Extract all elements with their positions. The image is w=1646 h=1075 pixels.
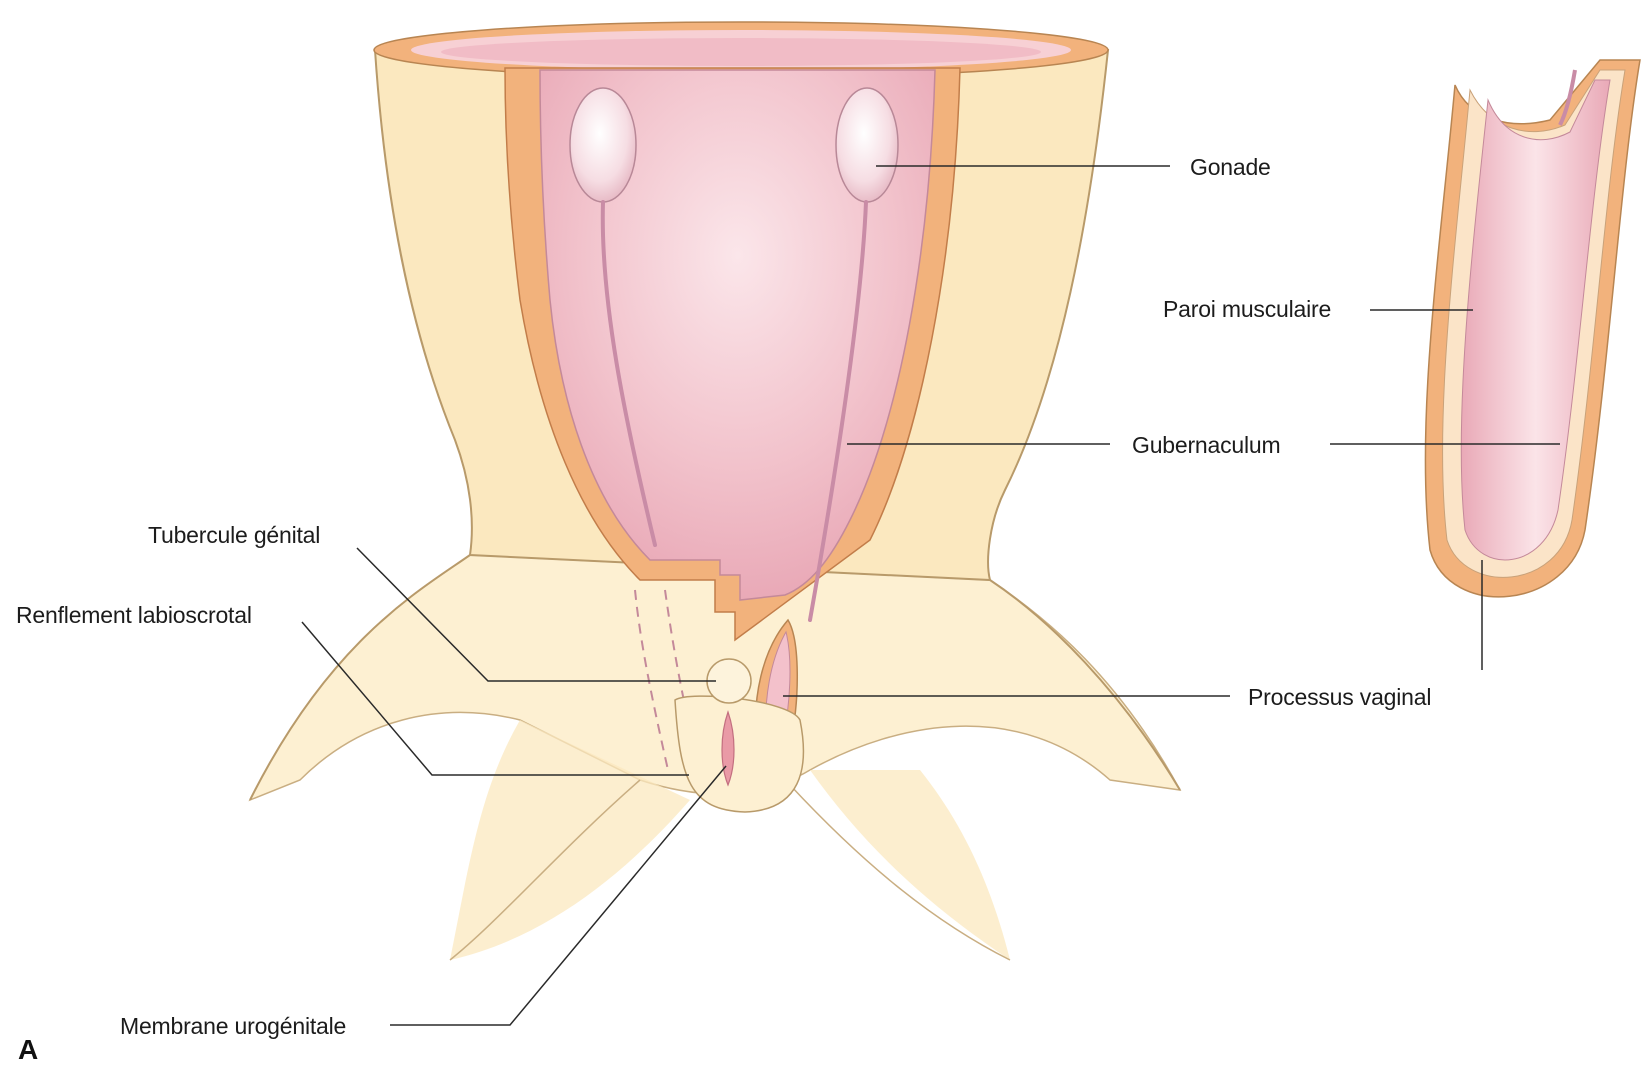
label-processus-vaginal: Processus vaginal xyxy=(1248,686,1431,709)
panel-letter: A xyxy=(18,1036,38,1064)
rim-cavity xyxy=(441,38,1041,66)
label-membrane-urogenitale: Membrane urogénitale xyxy=(120,1015,346,1038)
label-gubernaculum: Gubernaculum xyxy=(1132,434,1280,457)
inset-section xyxy=(1425,60,1640,597)
label-tubercule-genital: Tubercule génital xyxy=(148,524,320,547)
left-gonad xyxy=(570,88,636,202)
right-thigh xyxy=(810,770,1010,960)
label-gonade: Gonade xyxy=(1190,156,1271,179)
label-paroi-musculaire: Paroi musculaire xyxy=(1163,298,1331,321)
right-gonad xyxy=(836,88,898,202)
label-renflement-labioscrotal: Renflement labioscrotal xyxy=(16,604,252,627)
labioscrotal-swelling xyxy=(675,696,803,812)
